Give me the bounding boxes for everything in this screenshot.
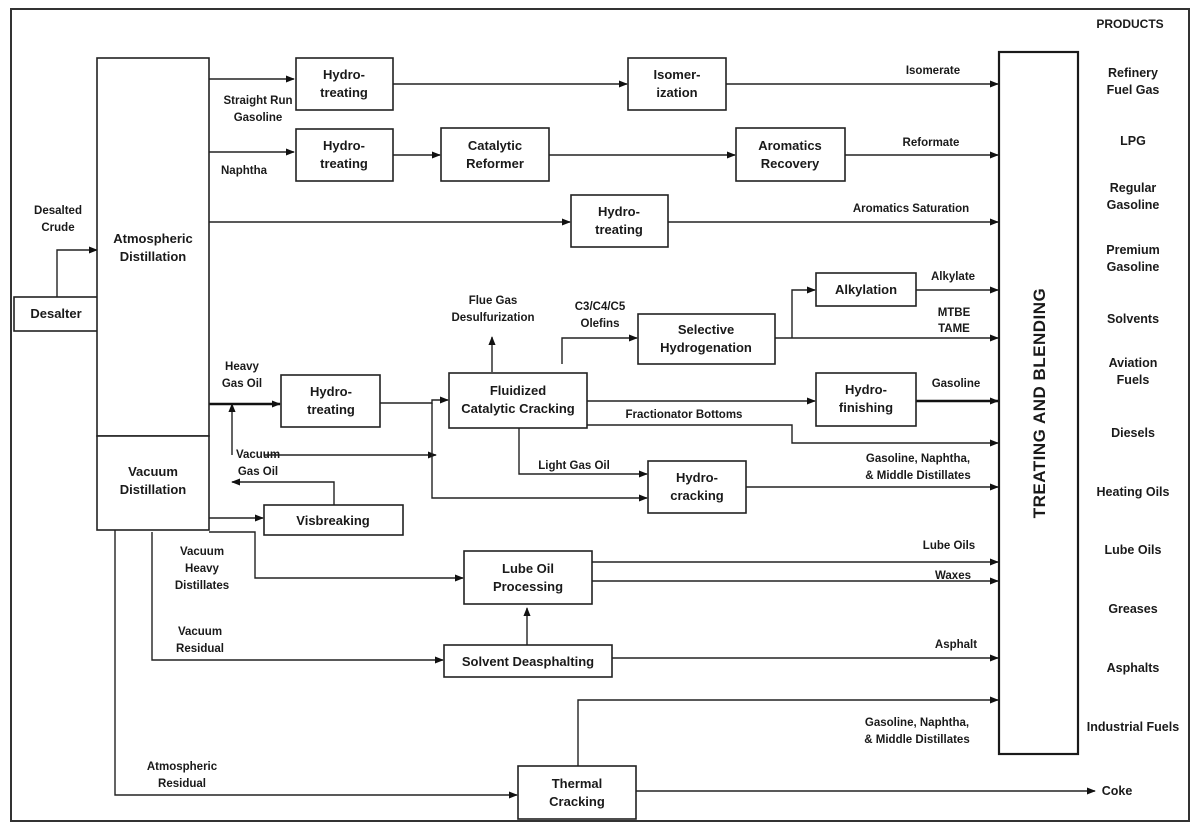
isomerization-label: Isomer-ization (654, 67, 701, 100)
product-heating-oils: Heating Oils (1097, 485, 1170, 499)
hydrofinishing-box (815, 372, 917, 427)
product-lube-oils: Lube Oils (1105, 543, 1162, 557)
hydrocracking-label: Hydro-cracking (670, 470, 724, 503)
fractionator-bottoms-label: Fractionator Bottoms (626, 409, 743, 421)
aromatics-recovery-box (735, 127, 846, 182)
alkylate-label: Alkylate (931, 271, 975, 283)
flow-vacuum-residual (151, 532, 444, 664)
flow-to-alkylation (791, 286, 816, 338)
fcc-box (448, 372, 588, 429)
product-industrial-fuels: Industrial Fuels (1087, 720, 1179, 734)
light-gas-oil-label: Light Gas Oil (538, 460, 610, 472)
hydrotreating-1-box (295, 57, 394, 111)
flow-hydrotreating-to-fcc (380, 396, 449, 404)
coke-label: Coke (1102, 784, 1133, 798)
hydrotreating-1-label: Hydro-treating (320, 67, 368, 100)
flow-fractionator-bottoms (587, 424, 999, 447)
naphtha-label: Naphtha (221, 165, 268, 177)
process-units (13, 50, 1080, 820)
lube-oil-processing-box (463, 550, 593, 605)
waxes-label: Waxes (935, 570, 971, 582)
desalter-box (13, 296, 99, 332)
hydrofinishing-label: Hydro-finishing (839, 382, 893, 415)
hydrotreating-2-label: Hydro-treating (320, 138, 368, 171)
isomerization-box (627, 57, 727, 111)
flow-to-hydrocracking (431, 403, 648, 502)
flow-lines (56, 75, 1096, 799)
hydrotreating-4-box (280, 374, 381, 428)
product-greases: Greases (1108, 602, 1157, 616)
hydrotreating-4-label: Hydro-treating (307, 384, 355, 417)
lube-oils-label: Lube Oils (923, 540, 975, 552)
reformate-label: Reformate (903, 137, 960, 149)
desalter-label: Desalter (30, 306, 81, 321)
product-diesels: Diesels (1111, 426, 1155, 440)
flow-olefins (561, 334, 638, 364)
flow-visbreaking-recycle (231, 478, 335, 505)
hydrocracking-box (647, 460, 747, 514)
product-solvents: Solvents (1107, 312, 1159, 326)
flow-light-gas-oil (518, 428, 648, 478)
gnmd-1-label: Gasoline, Naphtha,& Middle Distillates (865, 453, 970, 482)
asphalt-label: Asphalt (935, 639, 977, 651)
selective-hydrogenation-box (637, 313, 776, 365)
alkylation-box (815, 272, 917, 307)
flow-desalted-crude (56, 246, 98, 297)
solvent-deasphalting-box (443, 644, 613, 678)
product-asphalts: Asphalts (1107, 661, 1160, 675)
hydrotreating-2-box (295, 128, 394, 182)
visbreaking-box (263, 504, 404, 536)
catalytic-reformer-box (440, 127, 550, 182)
thermal-cracking-box (517, 765, 637, 820)
treating-and-blending-box (997, 50, 1080, 756)
product-lpg: LPG (1120, 134, 1146, 148)
gnmd-2-label: Gasoline, Naphtha,& Middle Distillates (864, 717, 969, 746)
visbreaking-label: Visbreaking (296, 513, 370, 528)
flow-vacuum-heavy-distillates (209, 531, 464, 582)
atmospheric-distillation-box (96, 57, 210, 437)
products-header: PRODUCTS (1096, 17, 1163, 31)
hydrotreating-3-box (570, 194, 669, 248)
solvent-deasphalting-label: Solvent Deasphalting (462, 654, 594, 669)
aromatics-saturation-label: Aromatics Saturation (853, 203, 969, 215)
gasoline-label: Gasoline (932, 378, 981, 390)
outer-frame (10, 8, 1190, 822)
hydrotreating-3-label: Hydro-treating (595, 204, 643, 237)
alkylation-label: Alkylation (835, 282, 897, 297)
vacuum-distillation-box (96, 435, 210, 531)
isomerate-label: Isomerate (906, 65, 960, 77)
flow-thermal-cracking-products (577, 696, 999, 766)
flow-atmospheric-residual (114, 530, 518, 799)
treating-and-blending-label: TREATING AND BLENDING (1030, 288, 1049, 519)
